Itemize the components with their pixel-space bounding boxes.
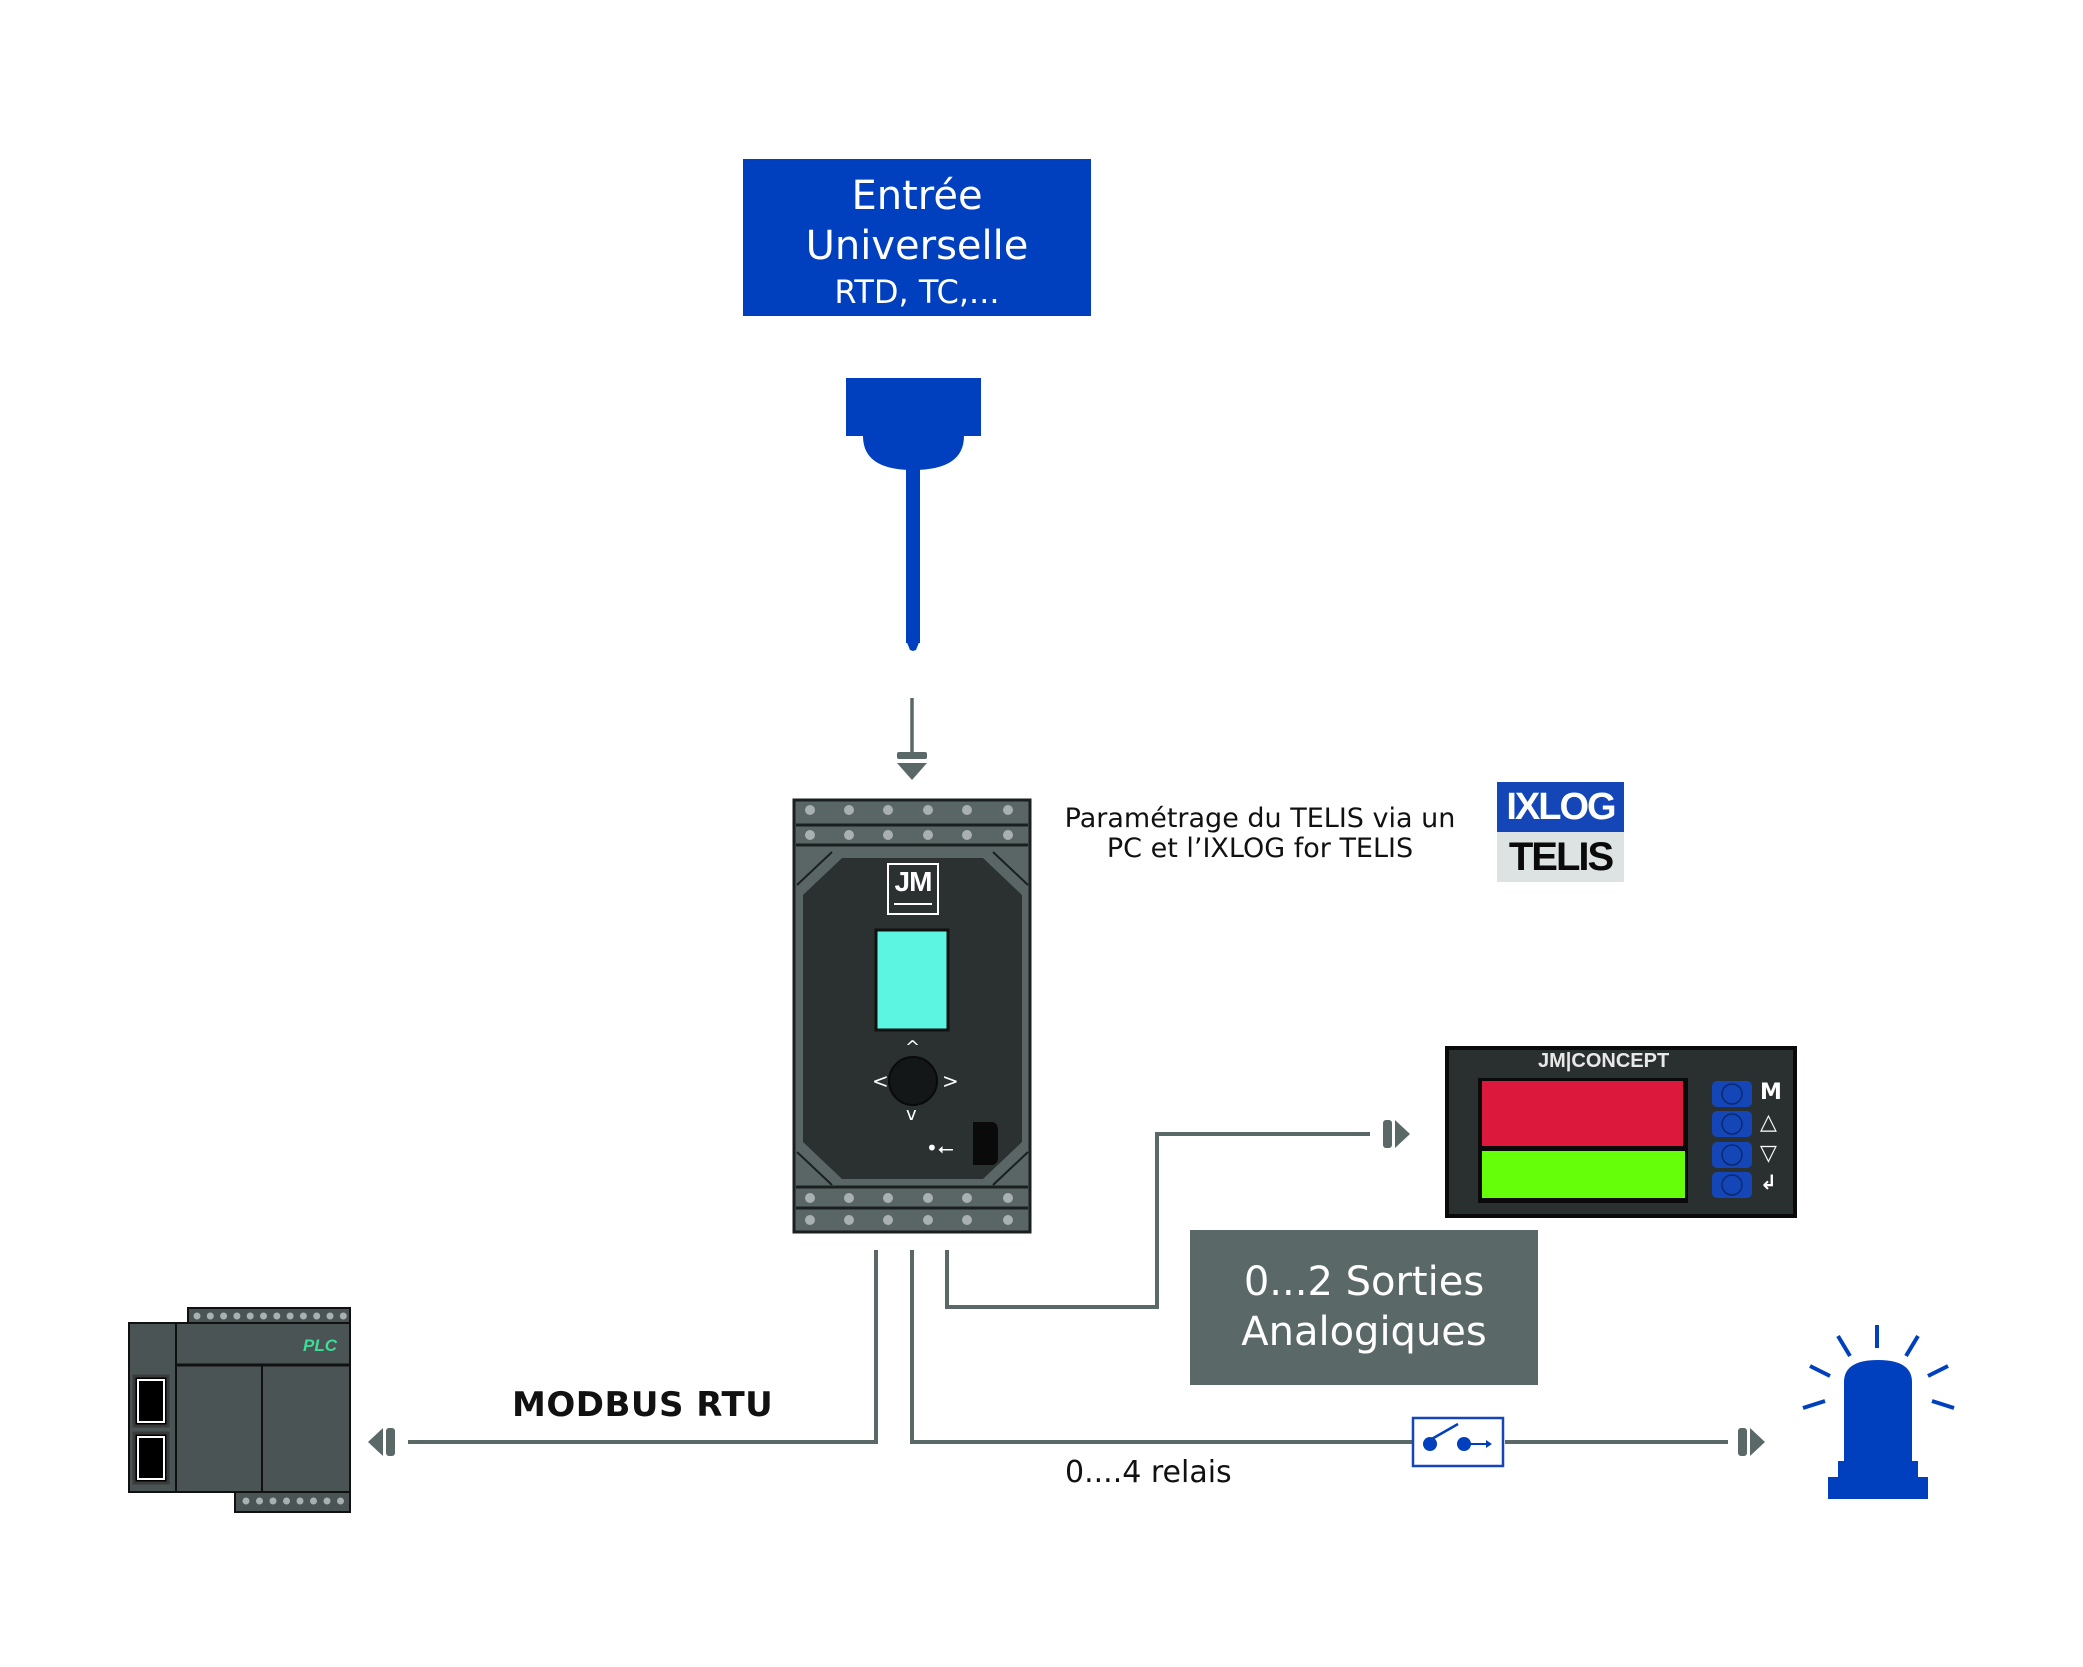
screw-terminal xyxy=(883,1215,893,1225)
screw-terminal xyxy=(1003,805,1013,815)
panel-button-m-label: M xyxy=(1760,1080,1782,1105)
plc-label: PLC xyxy=(303,1336,337,1355)
screw-terminal xyxy=(962,1215,972,1225)
screw-terminal xyxy=(193,1312,201,1320)
arrow-right-analog-icon xyxy=(1383,1120,1410,1148)
modbus-line xyxy=(408,1250,878,1444)
panel-button xyxy=(1712,1081,1752,1107)
screw-terminal xyxy=(805,1215,815,1225)
screw-terminal xyxy=(242,1497,250,1505)
arrow-right-relay-icon xyxy=(1738,1428,1765,1456)
screw-terminal xyxy=(805,830,815,840)
analog-outputs-box: 0...2 Sorties Analogiques xyxy=(1190,1230,1538,1385)
screw-terminal xyxy=(883,830,893,840)
panel-button xyxy=(1712,1172,1752,1198)
input-title-line2: Universelle xyxy=(805,223,1029,269)
configuration-line2: PC et l’IXLOG for TELIS xyxy=(1106,833,1414,864)
screw-terminal xyxy=(313,1312,321,1320)
screw-terminal xyxy=(1003,830,1013,840)
screw-terminal xyxy=(283,1497,290,1505)
panel-button xyxy=(1712,1142,1752,1168)
analog-line xyxy=(945,1132,1370,1309)
panel-indicator xyxy=(1445,1046,1797,1218)
ixlog-telis-logo: IXLOG TELIS xyxy=(1497,782,1624,882)
telis-device xyxy=(792,798,1032,1234)
screw-terminal xyxy=(220,1312,228,1320)
nav-up-icon: ^ xyxy=(905,1037,921,1058)
input-title-line1: Entrée xyxy=(851,173,983,219)
screw-terminal xyxy=(1003,1193,1013,1203)
screw-terminal xyxy=(310,1497,317,1505)
screw-terminal xyxy=(206,1312,214,1320)
screw-terminal xyxy=(326,1312,334,1320)
screw-terminal xyxy=(923,1215,933,1225)
alarm-beacon-icon xyxy=(1802,1325,1955,1499)
panel-button-down-label: ▽ xyxy=(1760,1141,1777,1166)
screw-terminal xyxy=(844,805,854,815)
screw-terminal xyxy=(323,1497,331,1505)
ixlog-logo-top: IXLOG xyxy=(1497,782,1624,832)
device-brand-logo: JM xyxy=(894,866,933,897)
connection-lines xyxy=(408,1132,1728,1444)
screw-terminal xyxy=(260,1312,267,1320)
screw-terminal xyxy=(962,1193,972,1203)
screw-terminal xyxy=(923,805,933,815)
input-arrow-icon xyxy=(897,698,927,780)
screw-terminal xyxy=(286,1312,294,1320)
nav-down-icon: v xyxy=(906,1104,917,1125)
panel-button-ring xyxy=(1721,1174,1743,1196)
screw-terminal xyxy=(339,1312,347,1320)
ixlog-logo-bottom: TELIS xyxy=(1497,832,1624,882)
screw-terminal xyxy=(256,1497,263,1505)
configuration-line1: Paramétrage du TELIS via un xyxy=(1064,803,1456,834)
screw-terminal xyxy=(805,805,815,815)
modbus-label: MODBUS RTU xyxy=(512,1385,774,1425)
universal-input-box: Entrée Universelle RTD, TC,... xyxy=(743,159,1091,316)
usb-icon: •⭠ xyxy=(926,1136,954,1160)
nav-right-icon: > xyxy=(942,1069,959,1093)
panel-button-enter-label: ↲ xyxy=(1760,1170,1777,1194)
arrow-left-modbus-icon xyxy=(368,1428,395,1456)
panel-button xyxy=(1712,1111,1752,1137)
screw-terminal xyxy=(1003,1215,1013,1225)
relay-switch-icon xyxy=(1411,1416,1505,1468)
analog-outputs-line1: 0...2 Sorties xyxy=(1243,1259,1485,1305)
screw-terminal xyxy=(844,1193,854,1203)
relay-line xyxy=(910,1250,1413,1444)
panel-brand: JM|CONCEPT xyxy=(1538,1050,1670,1072)
panel-button-ring xyxy=(1721,1113,1743,1135)
configuration-note: Paramétrage du TELIS via un PC et l’IXLO… xyxy=(1030,804,1490,864)
screw-terminal xyxy=(923,830,933,840)
screw-terminal xyxy=(296,1497,304,1505)
screw-terminal xyxy=(805,1193,815,1203)
screw-terminal xyxy=(844,830,854,840)
screw-terminal xyxy=(273,1312,281,1320)
screw-terminal xyxy=(299,1312,307,1320)
screw-terminal xyxy=(233,1312,241,1320)
nav-left-icon: < xyxy=(872,1069,889,1093)
sensor-probe-icon xyxy=(846,378,981,651)
plc-device xyxy=(128,1307,351,1513)
screw-terminal xyxy=(962,805,972,815)
screw-terminal xyxy=(883,805,893,815)
relays-label: 0....4 relais xyxy=(1065,1455,1232,1490)
analog-outputs-line2: Analogiques xyxy=(1241,1309,1487,1355)
screw-terminal xyxy=(269,1497,277,1505)
screw-terminal xyxy=(844,1215,854,1225)
screw-terminal xyxy=(962,830,972,840)
input-subtitle: RTD, TC,... xyxy=(834,273,1000,311)
screw-terminal xyxy=(883,1193,893,1203)
panel-button-ring xyxy=(1721,1144,1743,1166)
screw-terminal xyxy=(337,1497,344,1505)
screw-terminal xyxy=(246,1312,254,1320)
panel-button-ring xyxy=(1721,1083,1743,1105)
panel-button-up-label: △ xyxy=(1760,1110,1777,1135)
screw-terminal xyxy=(923,1193,933,1203)
